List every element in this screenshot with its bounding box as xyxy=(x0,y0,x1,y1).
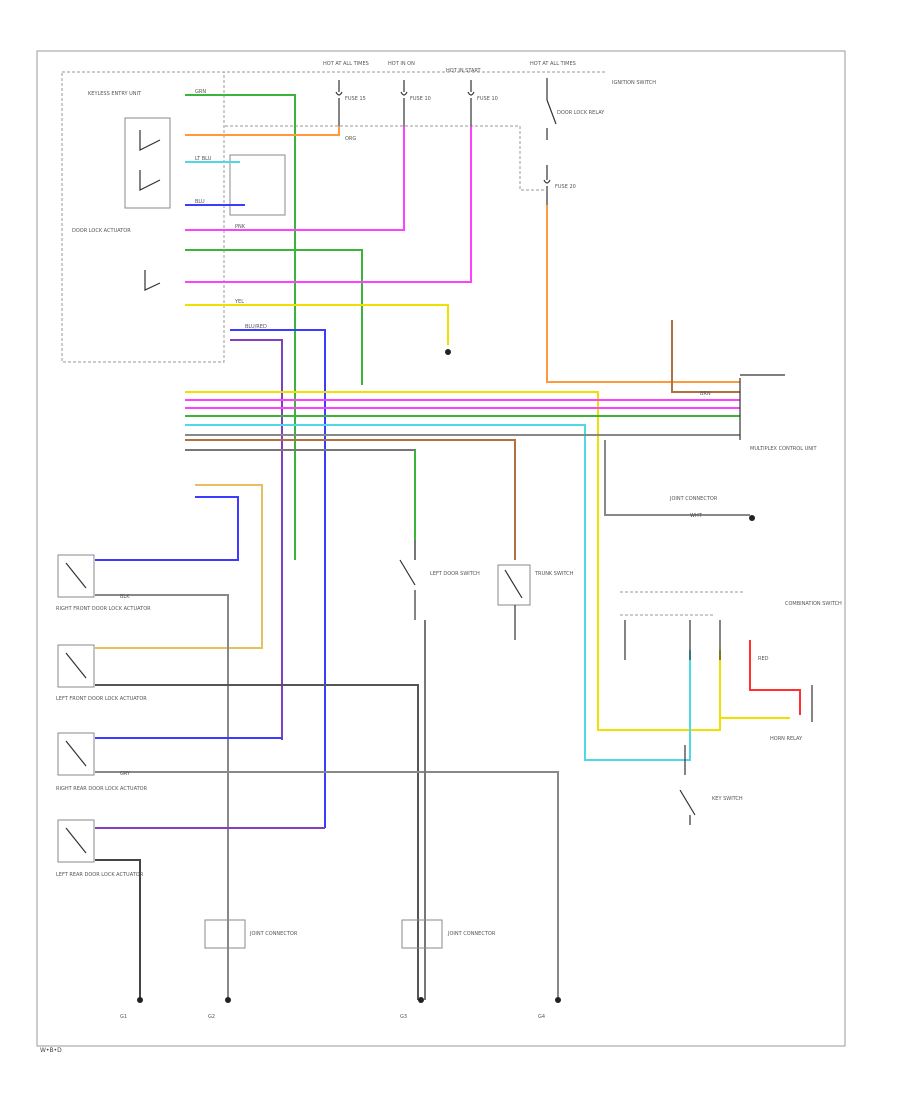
svg-text:TRUNK SWITCH: TRUNK SWITCH xyxy=(534,571,574,577)
hot-label-3: HOT IN START xyxy=(446,68,482,74)
internal-relay-box xyxy=(124,117,171,209)
right-front-actuator: RIGHT FRONT DOOR LOCK ACTUATOR xyxy=(56,554,151,612)
wire-gray-rr xyxy=(95,771,559,1000)
svg-text:JOINT CONNECTOR: JOINT CONNECTOR xyxy=(249,931,298,937)
keyless-unit-label: KEYLESS ENTRY UNIT xyxy=(88,91,142,97)
wire-label-red: RED xyxy=(758,656,769,662)
fuse-symbol-1 xyxy=(335,80,343,126)
svg-text:G3: G3 xyxy=(400,1014,407,1020)
wire-orange-top xyxy=(185,126,340,136)
door-lock-actuator-label: DOOR LOCK ACTUATOR xyxy=(72,228,131,234)
joint-connector-bottom-1: JOINT CONNECTOR xyxy=(204,919,298,949)
door-lock-relay-label: DOOR LOCK RELAY xyxy=(557,110,605,116)
multiplex-unit-label: MULTIPLEX CONTROL UNIT xyxy=(750,446,817,452)
fuse-label-3: FUSE 10 xyxy=(477,96,498,102)
wire-gray-rf xyxy=(95,594,229,1000)
wire-label-grn: GRN xyxy=(195,89,206,95)
keyless-unit-box xyxy=(61,71,225,363)
diagram-frame xyxy=(36,50,846,1047)
internal-switch-2 xyxy=(144,270,161,291)
svg-text:RIGHT REAR DOOR LOCK ACTUATOR: RIGHT REAR DOOR LOCK ACTUATOR xyxy=(56,786,148,792)
svg-text:LEFT DOOR SWITCH: LEFT DOOR SWITCH xyxy=(430,571,480,577)
hot-label-1: HOT AT ALL TIMES xyxy=(323,61,369,67)
trunk-switch: TRUNK SWITCH xyxy=(497,564,574,640)
wire-brown-bus xyxy=(185,439,516,560)
ground-symbol-mid xyxy=(445,349,451,355)
right-rear-actuator: RIGHT REAR DOOR LOCK ACTUATOR xyxy=(56,732,148,792)
left-rear-actuator: LEFT REAR DOOR LOCK ACTUATOR xyxy=(56,819,144,878)
internal-relay-switch xyxy=(139,130,161,191)
fuse-label-2: FUSE 10 xyxy=(410,96,431,102)
wire-label-yel: YEL xyxy=(234,299,244,305)
left-door-switch: LEFT DOOR SWITCH xyxy=(399,559,480,620)
wire-green-2 xyxy=(185,249,363,385)
svg-text:JOINT CONNECTOR: JOINT CONNECTOR xyxy=(447,931,496,937)
joint-block-inner xyxy=(229,154,286,216)
multiplex-bracket xyxy=(739,374,785,440)
svg-text:LEFT REAR DOOR LOCK ACTUATOR: LEFT REAR DOOR LOCK ACTUATOR xyxy=(56,872,144,878)
wire-blue-door xyxy=(95,496,239,561)
wire-label-gry: GRY xyxy=(120,771,131,777)
combo-switch-1 xyxy=(624,620,721,660)
wire-yellow-1 xyxy=(185,304,449,345)
svg-text:RIGHT FRONT DOOR LOCK ACTUATOR: RIGHT FRONT DOOR LOCK ACTUATOR xyxy=(56,606,151,612)
wire-purple-mid xyxy=(230,339,283,740)
fuse-label-1: FUSE 15 xyxy=(345,96,366,102)
left-front-actuator: LEFT FRONT DOOR LOCK ACTUATOR xyxy=(56,644,147,702)
key-switch-label: KEY SWITCH xyxy=(712,796,743,802)
wire-black-lr xyxy=(95,859,141,1000)
wire-magenta-2 xyxy=(185,126,472,283)
key-switch-symbol xyxy=(679,745,696,825)
wire-label-blured: BLU/RED xyxy=(245,324,267,330)
wire-yellow-bus xyxy=(185,391,721,731)
wire-black-lf xyxy=(95,684,419,1000)
page-code: W•B•D xyxy=(40,1047,62,1054)
wire-gray-joint xyxy=(604,440,750,516)
wire-blue-mid xyxy=(230,329,326,828)
wire-brown-right xyxy=(671,320,740,393)
joint-connector-bottom-2: JOINT CONNECTOR xyxy=(401,919,496,949)
svg-text:LEFT FRONT DOOR LOCK ACTUATOR: LEFT FRONT DOOR LOCK ACTUATOR xyxy=(56,696,147,702)
wire-label-wht: WHT xyxy=(690,513,703,519)
ignition-switch-label: IGNITION SWITCH xyxy=(612,80,656,86)
fuse-symbol-3 xyxy=(467,80,475,126)
combination-switch-label: COMBINATION SWITCH xyxy=(785,601,842,607)
wire-gray-bus-2 xyxy=(185,449,416,560)
combination-switch-frame xyxy=(620,591,745,616)
svg-text:G4: G4 xyxy=(538,1014,545,1020)
wire-orange-right xyxy=(546,205,740,383)
wire-label-brn: BRN xyxy=(700,391,711,397)
wire-label-lblu: LT BLU xyxy=(195,156,212,162)
combo-switch-red xyxy=(749,640,801,715)
horn-relay-label: HORN RELAY xyxy=(770,736,803,742)
ground-3: G3 xyxy=(400,997,424,1020)
combo-switch-yellow xyxy=(719,660,790,719)
svg-text:G2: G2 xyxy=(208,1014,215,1020)
wire-green-top xyxy=(185,94,296,560)
fuse-symbol-2 xyxy=(400,80,408,126)
wire-tan-door xyxy=(95,484,263,649)
wire-label-blk: BLK xyxy=(120,594,130,600)
relay-contact-top xyxy=(546,78,557,140)
wire-label-blu: BLU xyxy=(195,199,205,205)
relay-drop-line xyxy=(519,126,547,191)
ground-2: G2 xyxy=(208,997,231,1020)
svg-text:G1: G1 xyxy=(120,1014,127,1020)
hot-label-4: HOT AT ALL TIMES xyxy=(530,61,576,67)
joint-connector-right-label: JOINT CONNECTOR xyxy=(669,496,718,502)
fuse-label-right: FUSE 20 xyxy=(555,184,576,190)
wire-label-org: ORG xyxy=(345,136,356,142)
ground-1: G1 xyxy=(120,997,143,1020)
wire-cyan-bus xyxy=(185,424,691,761)
wire-label-pnk: PNK xyxy=(235,224,246,230)
fuse-symbol-right xyxy=(543,165,551,205)
wire-magenta-1 xyxy=(185,126,405,231)
ground-symbol-right xyxy=(749,515,755,521)
hot-label-2: HOT IN ON xyxy=(388,61,415,67)
ground-4: G4 xyxy=(538,997,561,1020)
